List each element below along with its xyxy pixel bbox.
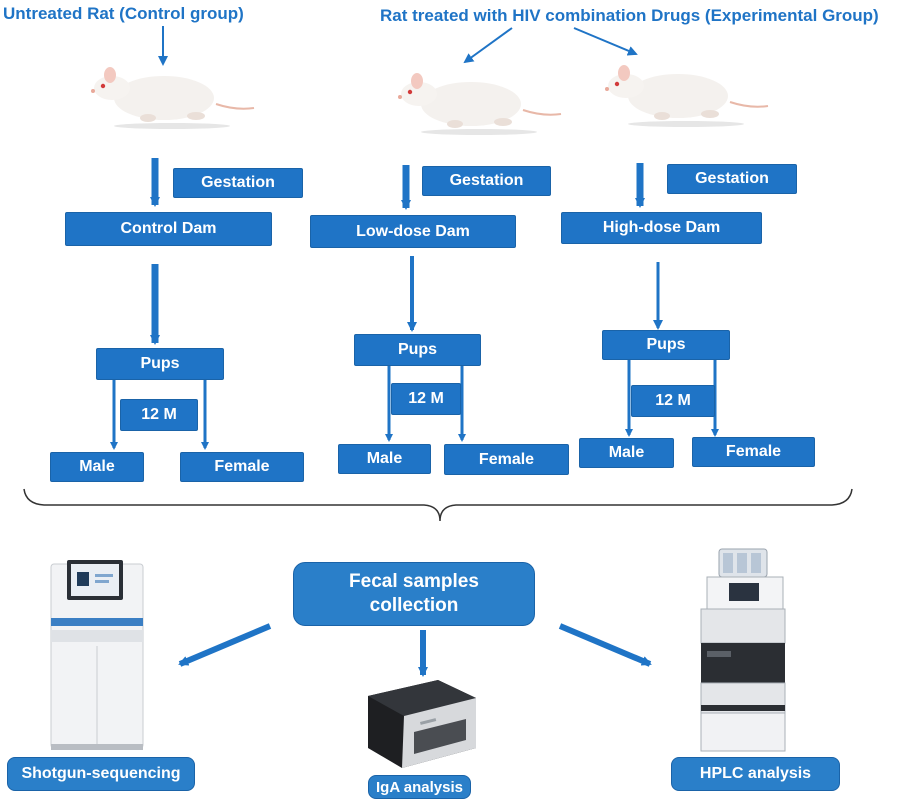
fecal-collection-box: Fecal samples collection (293, 562, 535, 626)
rat-icon (91, 67, 255, 129)
high-dose-dam-box: High-dose Dam (561, 212, 762, 244)
arrow-exp-right (573, 27, 638, 56)
sequencer-icon (50, 560, 144, 750)
pups-box-high: Pups (602, 330, 730, 360)
hplc-instrument-icon (700, 548, 786, 752)
male-box-low: Male (338, 444, 431, 474)
grouping-brace (23, 488, 853, 522)
duration-box-control: 12 M (120, 399, 198, 431)
low-dose-dam-box: Low-dose Dam (310, 215, 516, 248)
shotgun-sequencing-box: Shotgun-sequencing (7, 757, 195, 791)
control-dam-box: Control Dam (65, 212, 272, 246)
experimental-group-label: Rat treated with HIV combination Drugs (… (380, 6, 879, 25)
hplc-analysis-box: HPLC analysis (671, 757, 840, 791)
rat-icon (605, 65, 769, 127)
duration-box-high: 12 M (631, 385, 715, 417)
fecal-collection-line2: collection (369, 595, 459, 616)
gestation-box-high: Gestation (667, 164, 797, 194)
plate-reader-icon (368, 680, 476, 768)
duration-box-low: 12 M (391, 383, 461, 415)
rat-icon (398, 73, 562, 135)
arrow-exp-left (463, 27, 513, 64)
male-box-control: Male (50, 452, 144, 482)
iga-analysis-box: IgA analysis (368, 775, 471, 799)
pups-box-low: Pups (354, 334, 481, 366)
female-box-control: Female (180, 452, 304, 482)
control-group-label: Untreated Rat (Control group) (3, 4, 244, 23)
arrow-to-shotgun (178, 623, 272, 667)
female-box-low: Female (444, 444, 569, 475)
fecal-collection-line1: Fecal samples (349, 571, 479, 592)
pups-box-control: Pups (96, 348, 224, 380)
female-box-high: Female (692, 437, 815, 467)
arrow-to-hplc (558, 623, 652, 667)
gestation-box-control: Gestation (173, 168, 303, 198)
gestation-box-low: Gestation (422, 166, 551, 196)
male-box-high: Male (579, 438, 674, 468)
